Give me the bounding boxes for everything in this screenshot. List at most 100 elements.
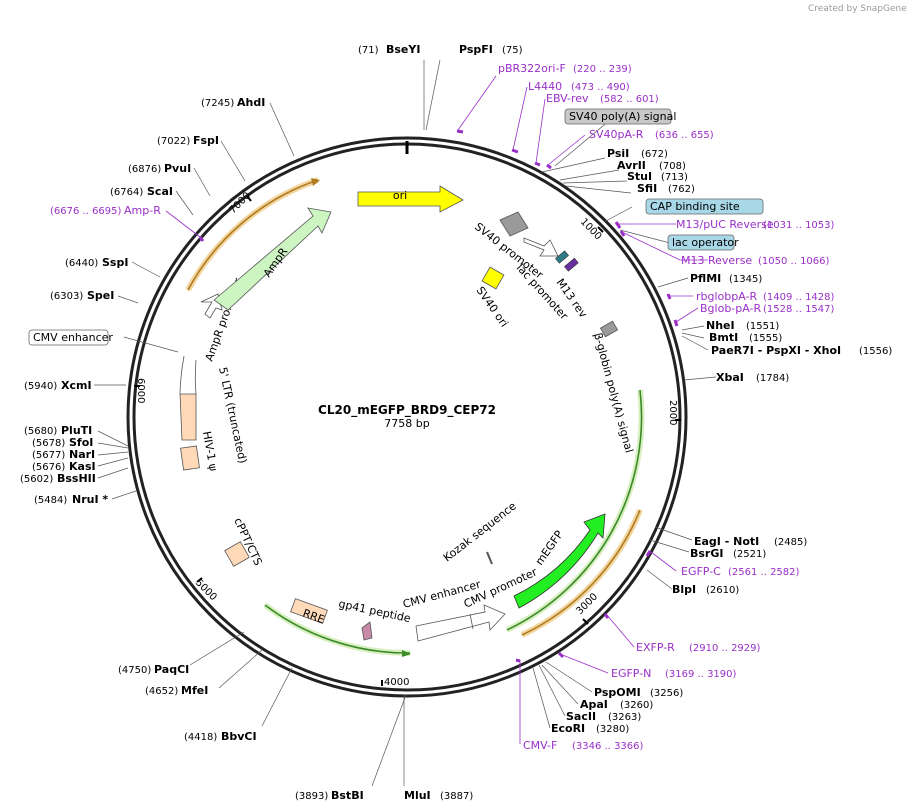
tick-4000: 4000 (384, 677, 409, 688)
site-ecori[interactable]: EcoRI (551, 722, 585, 735)
site-psii[interactable]: PsiI (607, 147, 629, 160)
site-nari[interactable]: NarI (69, 448, 95, 461)
svg-text:(5680): (5680) (24, 426, 57, 437)
gp41-label: gp41 peptide (337, 597, 412, 625)
site-noti[interactable]: EagI - NotI (694, 535, 759, 548)
svg-text:(75): (75) (502, 45, 523, 56)
primer-egfp-n[interactable]: EGFP-N (611, 667, 651, 680)
primer-m13-puc-reverse[interactable]: M13/pUC Reverse (676, 218, 774, 231)
site-apai[interactable]: ApaI (580, 698, 608, 711)
primer-m13-reverse[interactable]: M13 Reverse (681, 254, 752, 267)
site-fspi[interactable]: FspI (193, 134, 219, 147)
primer-cmv-f[interactable]: CMV-F (523, 739, 557, 752)
primer-exfp-r[interactable]: EXFP-R (636, 641, 675, 654)
primer-amp-r[interactable]: Amp-R (124, 204, 161, 217)
svg-text:(3169 .. 3190): (3169 .. 3190) (665, 669, 737, 680)
svg-text:(3893): (3893) (295, 791, 328, 802)
svg-text:(762): (762) (668, 184, 695, 195)
site-avrii[interactable]: AvrII (617, 159, 646, 172)
primer-sv40pa-r[interactable]: SV40pA-R (589, 128, 644, 141)
leader-lines (94, 59, 717, 787)
svg-text:(2610): (2610) (706, 585, 739, 596)
site-sfoi[interactable]: SfoI (69, 436, 93, 449)
site-pvui[interactable]: PvuI (164, 162, 191, 175)
site-pluti[interactable]: PluTI (61, 424, 92, 437)
svg-text:(6440): (6440) (65, 258, 98, 269)
site-bmti[interactable]: BmtI (709, 331, 738, 344)
svg-text:(5676): (5676) (32, 462, 65, 473)
ampr-arrow (213, 207, 332, 311)
svg-text:(672): (672) (641, 149, 668, 160)
site-xcmi[interactable]: XcmI (61, 379, 92, 392)
hiv1-psi-label: HIV-1 ψ (200, 430, 220, 472)
svg-text:(5602): (5602) (20, 474, 53, 485)
site-pspfi[interactable]: PspFI (459, 43, 493, 56)
svg-text:(636 .. 655): (636 .. 655) (655, 130, 714, 141)
lac-operator-label: lac operator (672, 236, 739, 249)
site-mfei[interactable]: MfeI (181, 684, 208, 697)
site-nhei[interactable]: NheI (706, 319, 735, 332)
site-sfii[interactable]: SfiI (637, 182, 657, 195)
site-pflmi[interactable]: PflMI (690, 272, 721, 285)
svg-text:(582 .. 601): (582 .. 601) (600, 94, 659, 105)
gp41-block (361, 621, 373, 641)
svg-text:(5677): (5677) (32, 450, 65, 461)
lac-operator-box (667, 234, 735, 251)
site-stui[interactable]: StuI (627, 170, 652, 183)
svg-text:(2561 .. 2582): (2561 .. 2582) (728, 567, 800, 578)
site-xbai[interactable]: XbaI (716, 371, 744, 384)
site-sacii[interactable]: SacII (566, 710, 596, 723)
site-xhoi[interactable]: PaeR7I - PspXI - XhoI (711, 344, 841, 357)
megfp-arrow (513, 513, 606, 609)
egfp-orange-arc (521, 509, 641, 636)
lac-promoter-arrow (523, 237, 559, 257)
svg-text:(1050 .. 1066): (1050 .. 1066) (758, 256, 830, 267)
site-sspi[interactable]: SspI (102, 256, 128, 269)
site-mlui[interactable]: MluI (404, 789, 431, 802)
primer-rbglobpa-r[interactable]: rbglobpA-R (696, 290, 757, 303)
sv40-ori-label: SV40 ori (474, 284, 511, 329)
site-bstbi[interactable]: BstBI (331, 789, 364, 802)
svg-text:(71): (71) (358, 45, 379, 56)
svg-text:(3280): (3280) (596, 724, 629, 735)
plasmid-name: CL20_mEGFP_BRD9_CEP72 (318, 403, 496, 418)
cap-binding-block (555, 250, 569, 264)
site-kasi[interactable]: KasI (69, 460, 96, 473)
kozak-mark (486, 551, 493, 565)
svg-text:(6764): (6764) (110, 187, 143, 198)
site-blpi[interactable]: BlpI (672, 583, 696, 596)
cmv-arrow (415, 604, 506, 642)
primer-bglob-pa-r[interactable]: Bglob-pA-R (700, 302, 762, 315)
primer-marks (198, 129, 679, 663)
site-spei[interactable]: SpeI (87, 289, 114, 302)
svg-text:(4418): (4418) (184, 732, 217, 743)
site-paqci[interactable]: PaqCI (154, 663, 189, 676)
svg-text:(3887): (3887) (440, 791, 473, 802)
sv40-promoter-block (499, 211, 529, 237)
rre-block (290, 598, 328, 624)
cmv-enhancer-box (28, 329, 109, 346)
sv40-polya-label: SV40 poly(A) signal (569, 110, 676, 123)
site-bbvci[interactable]: BbvCI (221, 730, 257, 743)
ltr-block (179, 393, 197, 441)
site-bseyi[interactable]: BseYI (386, 43, 420, 56)
backbone-outer (126, 136, 688, 698)
site-ahdi[interactable]: AhdI (237, 96, 265, 109)
site-bsrgi[interactable]: BsrGI (690, 547, 723, 560)
primer-l4440[interactable]: L4440 (528, 80, 562, 93)
site-scai[interactable]: ScaI (147, 185, 173, 198)
primer-ebv-rev[interactable]: EBV-rev (546, 92, 589, 105)
site-pspomi[interactable]: PspOMI (594, 686, 641, 699)
ltr-label: 5' LTR (truncated) (216, 366, 249, 465)
svg-text:(473 .. 490): (473 .. 490) (571, 82, 630, 93)
svg-text:(1409 .. 1428): (1409 .. 1428) (763, 292, 835, 303)
tick-6000: 6000 (135, 378, 146, 403)
primer-egfp-c[interactable]: EGFP-C (681, 565, 721, 578)
svg-text:(6303): (6303) (50, 291, 83, 302)
svg-text:(7245): (7245) (201, 98, 234, 109)
site-bsshii[interactable]: BssHII (57, 472, 96, 485)
primer-pbr322ori-f[interactable]: pBR322ori-F (498, 62, 566, 75)
cppt-block (224, 541, 250, 567)
site-nrui[interactable]: NruI * (72, 493, 108, 506)
